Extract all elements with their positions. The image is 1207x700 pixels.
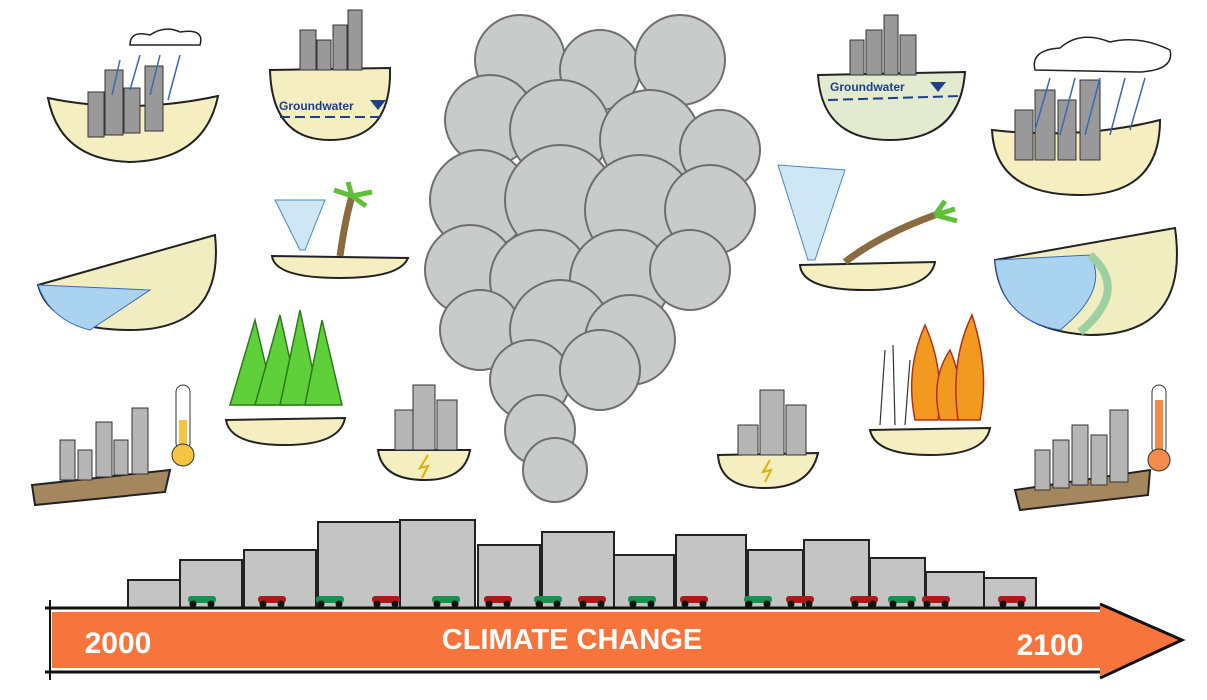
scene-coast-left bbox=[36, 233, 217, 332]
fire-icon bbox=[910, 313, 985, 421]
car-icon bbox=[188, 596, 216, 608]
dead-tree-icon bbox=[879, 344, 911, 426]
scene-heat-left bbox=[30, 384, 195, 507]
cloud-puff bbox=[522, 437, 588, 503]
car-icon bbox=[578, 596, 606, 608]
car-icon bbox=[484, 596, 512, 608]
scene-storm-left bbox=[270, 181, 410, 280]
cloud-puff bbox=[649, 229, 731, 311]
tree-icon bbox=[228, 309, 343, 406]
scene-heat-right bbox=[1013, 384, 1171, 512]
lightning-icon bbox=[417, 454, 430, 479]
car-icon bbox=[432, 596, 460, 608]
scene-wildfire-right bbox=[868, 313, 992, 457]
car-icon bbox=[850, 596, 878, 608]
scene-rain-flood-left bbox=[46, 28, 220, 164]
car-icon bbox=[744, 596, 772, 608]
water-level-icon bbox=[370, 100, 386, 110]
car-icon bbox=[888, 596, 916, 608]
car-icon bbox=[998, 596, 1026, 608]
groundwater-label: Groundwater bbox=[830, 80, 905, 94]
groundwater-label: Groundwater bbox=[279, 99, 354, 113]
skyline-building bbox=[317, 521, 401, 609]
rain-cloud-icon bbox=[1033, 36, 1172, 73]
car-icon bbox=[534, 596, 562, 608]
city-skyline bbox=[127, 519, 1037, 609]
skyline-building bbox=[127, 579, 181, 609]
scene-forest-left bbox=[224, 309, 347, 447]
scene-rain-flood-right bbox=[990, 36, 1172, 197]
smoke-cloud bbox=[424, 14, 761, 503]
car-icon bbox=[258, 596, 286, 608]
end-year-label: 2100 bbox=[1017, 629, 1084, 662]
thermometer-icon bbox=[1147, 384, 1171, 472]
water-level-icon bbox=[930, 82, 946, 92]
scene-earthquake-right bbox=[716, 389, 820, 490]
palm-tree-icon bbox=[336, 195, 356, 257]
rain-cloud-icon bbox=[129, 28, 202, 46]
palm-tree-icon bbox=[842, 211, 937, 265]
car-icon bbox=[680, 596, 708, 608]
car-icon bbox=[316, 596, 344, 608]
car-icon bbox=[786, 596, 814, 608]
scene-earthquake-left bbox=[376, 384, 472, 482]
timeline-arrow: 2000 CLIMATE CHANGE 2100 bbox=[45, 600, 1186, 680]
car-icon bbox=[628, 596, 656, 608]
tornado-icon bbox=[274, 199, 326, 251]
lightning-icon bbox=[760, 459, 773, 483]
scene-groundwater-right: Groundwater bbox=[816, 14, 967, 142]
tornado-icon bbox=[777, 164, 846, 261]
cloud-puff bbox=[559, 329, 641, 411]
timeline-title: CLIMATE CHANGE bbox=[442, 624, 702, 656]
start-year-label: 2000 bbox=[85, 627, 152, 660]
traffic bbox=[188, 596, 1026, 608]
skyline-building bbox=[399, 519, 476, 609]
scene-groundwater-left: Groundwater bbox=[268, 9, 392, 142]
thermometer-icon bbox=[171, 384, 195, 467]
skyline-building bbox=[675, 534, 747, 609]
scene-storm-right bbox=[777, 164, 958, 292]
skyline-building bbox=[983, 577, 1037, 609]
skyline-building bbox=[541, 531, 615, 609]
car-icon bbox=[372, 596, 400, 608]
car-icon bbox=[922, 596, 950, 608]
scene-coast-right bbox=[993, 226, 1178, 337]
